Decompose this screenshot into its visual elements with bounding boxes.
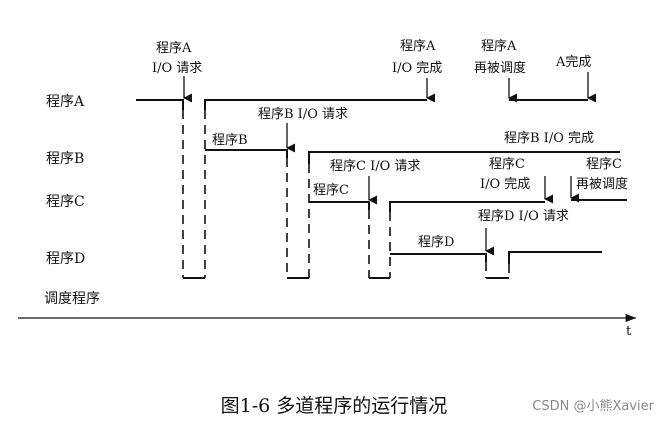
program-b-timeline [205,123,620,164]
label-a-rescheduled-line2: 再被调度 [474,60,526,76]
row-label-scheduler: 调度程序 [44,291,100,307]
row-label-program-a: 程序A [46,94,85,110]
label-c-io-request: 程序C I/O 请求 [330,159,420,174]
label-b-io-done: 程序B I/O 完成 [504,131,594,146]
label-a-io-request-line2: I/O 请求 [152,61,202,76]
row-label-program-c: 程序C [46,194,85,210]
label-a-io-done-line2: I/O 完成 [392,61,442,76]
row-label-program-b: 程序B [46,151,84,167]
time-axis-label: t [626,324,632,339]
label-c-running: 程序C [313,183,349,198]
label-a-io-request-line1: 程序A [156,41,192,56]
label-c-rescheduled-line1: 程序C [586,157,622,172]
label-a-complete: A完成 [555,55,591,70]
label-a-io-done-line1: 程序A [400,39,436,54]
label-d-io-request: 程序D I/O 请求 [478,209,569,224]
label-b-io-request: 程序B I/O 请求 [258,107,348,122]
label-a-rescheduled-line1: 程序A [481,39,517,54]
scheduler-switch-segments [182,110,510,279]
label-d-running: 程序D [418,235,454,250]
program-a-timeline [136,72,597,110]
label-c-io-done-line2: I/O 完成 [480,177,530,192]
figure-caption: 图1-6 多道程序的运行情况 [220,395,448,417]
row-label-program-d: 程序D [46,251,85,267]
label-c-rescheduled-line2: 再被调度 [576,176,628,192]
program-c-timeline [309,176,627,212]
program-d-timeline [390,228,602,264]
label-b-running: 程序B [212,133,248,148]
watermark: CSDN @小熊Xavier [532,399,654,414]
label-c-io-done-line1: 程序C [489,157,525,172]
